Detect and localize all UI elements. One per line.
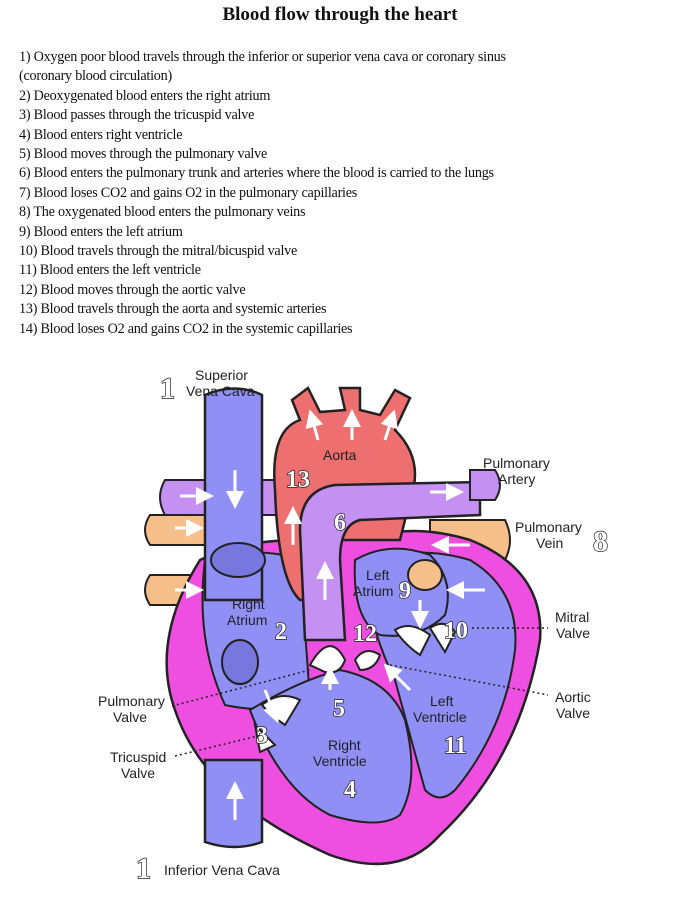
label-aortic-2: Valve xyxy=(556,705,590,721)
step-item: 12) Blood moves through the aortic valve xyxy=(19,281,246,298)
step-item: 14) Blood loses O2 and gains CO2 in the … xyxy=(19,320,353,337)
step-number-9: 9 xyxy=(399,578,411,604)
label-pulmonary-artery-2: Artery xyxy=(498,471,535,487)
label-pulmonary-artery-1: Pulmonary xyxy=(483,455,550,471)
step-number-13: 13 xyxy=(286,467,310,493)
label-mitral-2: Valve xyxy=(556,625,590,641)
label-tricuspid-1: Tricuspid xyxy=(110,749,166,765)
label-right-atrium-1: Right xyxy=(232,596,265,612)
steps-list: 1) Oxygen poor blood travels through the… xyxy=(19,48,659,339)
label-right-ventricle-1: Right xyxy=(328,737,361,753)
label-inferior-vena-cava: Inferior Vena Cava xyxy=(164,862,280,878)
label-aortic-1: Aortic xyxy=(555,689,591,705)
step-number-11: 11 xyxy=(444,733,467,759)
step-number-6: 6 xyxy=(334,510,346,536)
step-number-10: 10 xyxy=(444,618,468,644)
step-item: 7) Blood loses CO2 and gains O2 in the p… xyxy=(19,184,358,201)
coronary-sinus xyxy=(221,639,259,685)
label-left-atrium-2: Atrium xyxy=(353,583,393,599)
label-right-ventricle-2: Ventricle xyxy=(313,753,367,769)
label-pulmonary-vein-2: Vein xyxy=(536,535,563,551)
label-tricuspid-2: Valve xyxy=(121,765,155,781)
label-aorta: Aorta xyxy=(323,447,357,463)
mitral-valve-2 xyxy=(428,622,457,655)
step-number-12: 12 xyxy=(353,621,377,647)
step-item: (coronary blood circulation) xyxy=(19,68,172,85)
coronary-sinus-top xyxy=(210,542,266,578)
page-title: Blood flow through the heart xyxy=(222,4,458,25)
pulmonary-artery-right xyxy=(469,469,501,501)
label-superior: Superior xyxy=(195,367,248,383)
label-right-atrium-2: Atrium xyxy=(227,612,267,628)
step-item: 2) Deoxygenated blood enters the right a… xyxy=(19,87,271,104)
step-item: 3) Blood passes through the tricuspid va… xyxy=(19,107,255,124)
step-number-4: 4 xyxy=(344,777,356,803)
flow-arrows xyxy=(175,409,485,820)
tricuspid-valve-2 xyxy=(253,722,277,754)
step-item: 1) Oxygen poor blood travels through the… xyxy=(19,49,506,65)
step-number-5: 5 xyxy=(333,696,345,722)
label-left-atrium-1: Left xyxy=(366,567,389,583)
step-number-1-top: 1 xyxy=(160,372,175,405)
step-item: 4) Blood enters right ventricle xyxy=(19,126,183,143)
step-item: 5) Blood moves through the pulmonary val… xyxy=(19,146,267,163)
label-mitral-1: Mitral xyxy=(555,609,589,625)
step-number-8: 8 xyxy=(593,525,608,558)
step-item: 9) Blood enters the left atrium xyxy=(19,223,183,240)
step-item: 8) The oxygenated blood enters the pulmo… xyxy=(19,204,306,221)
step-item: 6) Blood enters the pulmonary trunk and … xyxy=(19,165,494,182)
label-pulmonary-vein-1: Pulmonary xyxy=(515,519,582,535)
label-pulmonary-valve-1: Pulmonary xyxy=(98,693,165,709)
label-vena-cava: Vena Cava xyxy=(186,383,255,399)
pulmonary-vein-opening xyxy=(407,559,443,591)
step-number-3: 3 xyxy=(256,723,268,749)
leader-lines xyxy=(171,627,549,757)
step-number-2: 2 xyxy=(275,619,287,645)
label-left-ventricle-1: Left xyxy=(430,693,453,709)
mitral-valve xyxy=(393,625,432,657)
step-item: 11) Blood enters the left ventricle xyxy=(19,262,201,279)
aortic-valve-leaflets xyxy=(353,650,382,672)
label-pulmonary-valve-2: Valve xyxy=(113,709,147,725)
step-item: 10) Blood travels through the mitral/bic… xyxy=(19,243,298,260)
label-left-ventricle-2: Ventricle xyxy=(413,709,467,725)
step-item: 13) Blood travels through the aorta and … xyxy=(19,301,327,318)
step-number-1-bottom: 1 xyxy=(136,852,151,885)
